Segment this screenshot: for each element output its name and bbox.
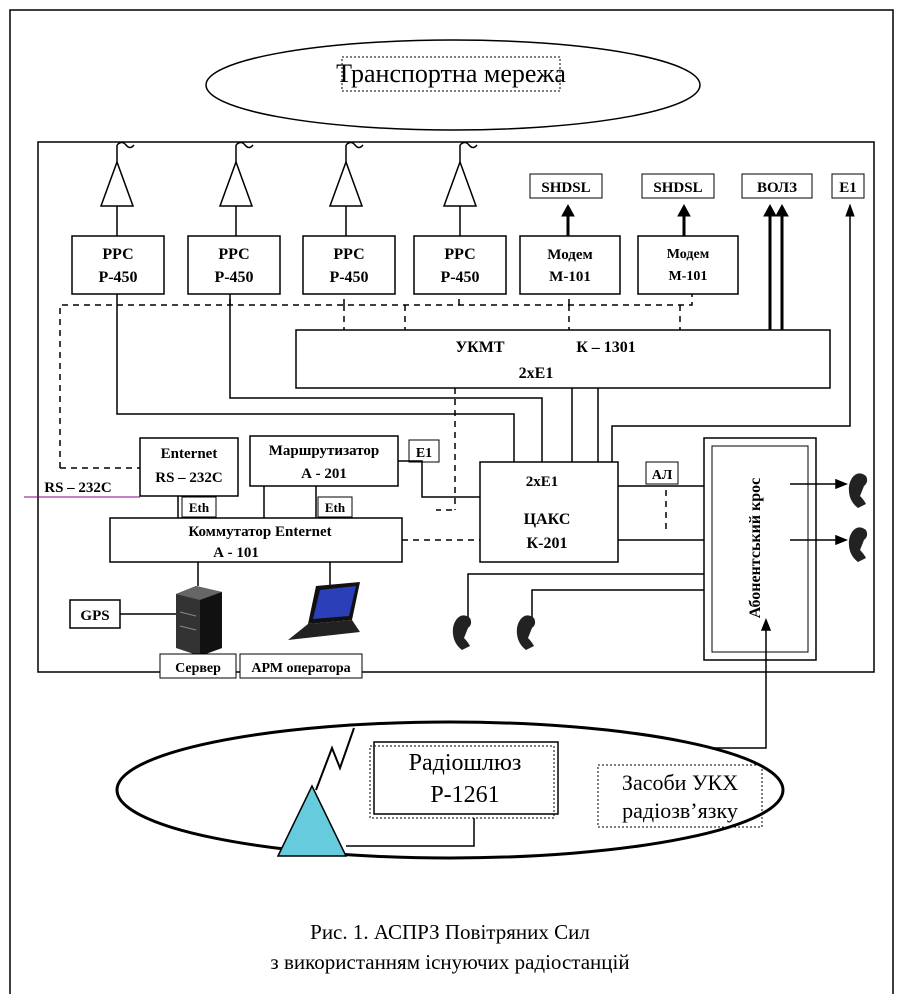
router-to-caks-line (398, 460, 480, 498)
server-label-box (159, 653, 237, 679)
radio-gateway-box: Радіошлюз Р-1261 (369, 741, 559, 819)
enternet-label: Enternet (161, 446, 218, 462)
switch-model: А - 101 (213, 545, 259, 561)
rrs-antenna-3 (328, 141, 364, 207)
rs232-external-label: RS – 232C (44, 480, 112, 496)
telephone-icon (848, 473, 868, 508)
vhf-label-line2: радіозв’язку (622, 798, 738, 823)
e1-top-box (831, 173, 865, 199)
modem-up-arrow-1 (561, 203, 575, 236)
modem-label-line2: М-101 (549, 269, 591, 285)
figure-caption-line2: з використанням існуючих радіостанцій (270, 950, 630, 974)
shdsl-label: SHDSL (653, 180, 702, 196)
modem-label-line1: Модем (667, 247, 710, 262)
radio-gateway-name: Радіошлюз (409, 750, 522, 776)
ukmt-ports: 2хЕ1 (519, 365, 554, 382)
radio-gateway-model: Р-1261 (430, 782, 499, 808)
router-model: А - 201 (301, 466, 347, 482)
router-box: Маршрутизатор А - 201 (249, 435, 399, 487)
router-e1-label: Е1 (416, 446, 432, 461)
transport-network-cloud (205, 39, 701, 131)
rrs-box-4: РРС Р-450 (413, 235, 507, 295)
arm-label-box (239, 653, 363, 679)
caks-ports: 2хЕ1 (526, 474, 559, 490)
cross-output-arrows (790, 478, 849, 546)
router-e1-box (408, 439, 440, 463)
eth-box-1 (181, 496, 217, 518)
laptop-icon (288, 562, 360, 640)
figure-caption-line1: Рис. 1. АСПРЗ Повітряних Сил (310, 920, 590, 944)
vhf-label-box (597, 764, 763, 828)
rrs-antenna-4 (442, 141, 478, 207)
dashed-control-bus (59, 294, 693, 541)
router-label: Маршрутизатор (269, 443, 379, 459)
rrs-label-line1: РРС (218, 246, 249, 263)
rrs-label-line1: РРС (333, 246, 364, 263)
modem-up-arrow-2 (677, 203, 691, 236)
outer-frame (9, 9, 894, 994)
subscriber-cross-box: Абонентський крос (703, 437, 817, 661)
rrs-to-caks-lines (116, 294, 599, 462)
rrs-label-line2: Р-450 (98, 269, 137, 286)
rrs-label-line1: РРС (444, 246, 475, 263)
ukmt-name: УКМТ (455, 339, 504, 356)
arm-label: АРМ оператора (251, 661, 350, 676)
telephone-icon (848, 527, 868, 562)
shdsl-box-2 (641, 173, 715, 199)
modem-label-line1: Модем (547, 247, 593, 263)
modem-box-1: Модем М-101 (519, 235, 621, 295)
vhf-label-line1: Засоби УКХ (622, 770, 738, 795)
rrs-box-2: РРС Р-450 (187, 235, 281, 295)
eth-label: Eth (325, 500, 346, 515)
server-label: Сервер (175, 661, 221, 676)
volz-arrows (763, 203, 789, 330)
modem-label-line2: М-101 (669, 269, 708, 284)
al-box (645, 461, 679, 485)
enternet-rs232-label: RS – 232C (155, 470, 223, 486)
volz-label: ВОЛЗ (757, 180, 797, 196)
caks-box: 2хЕ1 ЦАКС К-201 (479, 461, 619, 563)
e1-top-label: Е1 (839, 180, 857, 196)
switch-box: Коммутатор Enternet А - 101 (109, 517, 403, 563)
eth-label: Eth (189, 500, 210, 515)
gps-box (69, 599, 121, 629)
e1-uplink (611, 203, 855, 462)
eth-box-2 (317, 496, 353, 518)
telephone-icon (516, 615, 536, 650)
node-frame (37, 141, 875, 673)
enternet-box: Enternet RS – 232C (139, 437, 239, 497)
gps-label: GPS (80, 608, 109, 624)
ukmt-model: К – 1301 (576, 339, 636, 356)
volz-box (741, 173, 813, 199)
shdsl-label: SHDSL (541, 180, 590, 196)
transport-network-label-box (341, 56, 561, 92)
server-icon (176, 562, 222, 656)
rrs-antenna-2 (218, 141, 254, 207)
rrs-label-line1: РРС (102, 246, 133, 263)
shdsl-box-1 (529, 173, 603, 199)
rrs-box-1: РРС Р-450 (71, 235, 165, 295)
rrs-label-line2: Р-450 (329, 269, 368, 286)
transport-network-label: Транспортна мережа (336, 59, 566, 88)
subscriber-cross-label: Абонентський крос (747, 478, 764, 619)
caks-name: ЦАКС (524, 511, 571, 528)
modem-box-2: Модем М-101 (637, 235, 739, 295)
rrs-antenna-1 (99, 141, 135, 207)
al-label: АЛ (652, 468, 673, 483)
rrs-label-line2: Р-450 (440, 269, 479, 286)
rrs-label-line2: Р-450 (214, 269, 253, 286)
switch-label: Коммутатор Enternet (188, 524, 331, 540)
ukmt-box: УКМТ К – 1301 2хЕ1 (295, 329, 831, 389)
radio-antenna-icon (276, 727, 475, 857)
caks-model: К-201 (527, 535, 568, 552)
rrs-box-3: РРС Р-450 (302, 235, 396, 295)
telephone-icon (452, 615, 472, 650)
